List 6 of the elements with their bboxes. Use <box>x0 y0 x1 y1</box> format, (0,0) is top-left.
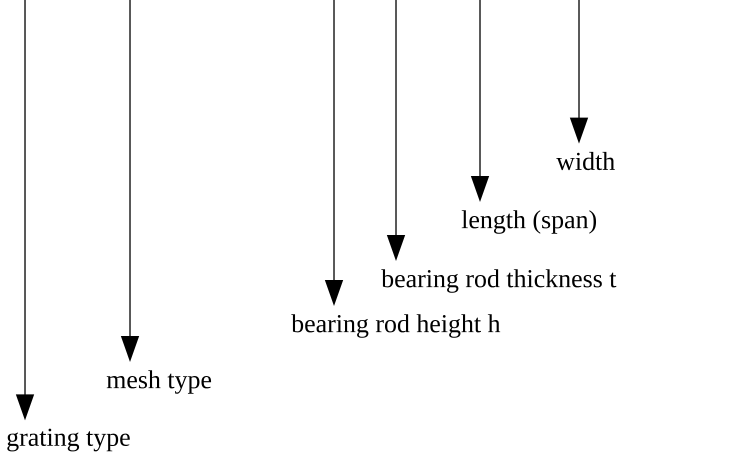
label-text: mesh type <box>106 370 212 394</box>
label-text: length (span) <box>462 210 596 234</box>
label-text: bearing rod height h <box>291 314 500 338</box>
label-text: width <box>556 152 615 170</box>
label-text: bearing rod thickness t <box>381 269 616 293</box>
label-text: grating type <box>7 428 130 452</box>
